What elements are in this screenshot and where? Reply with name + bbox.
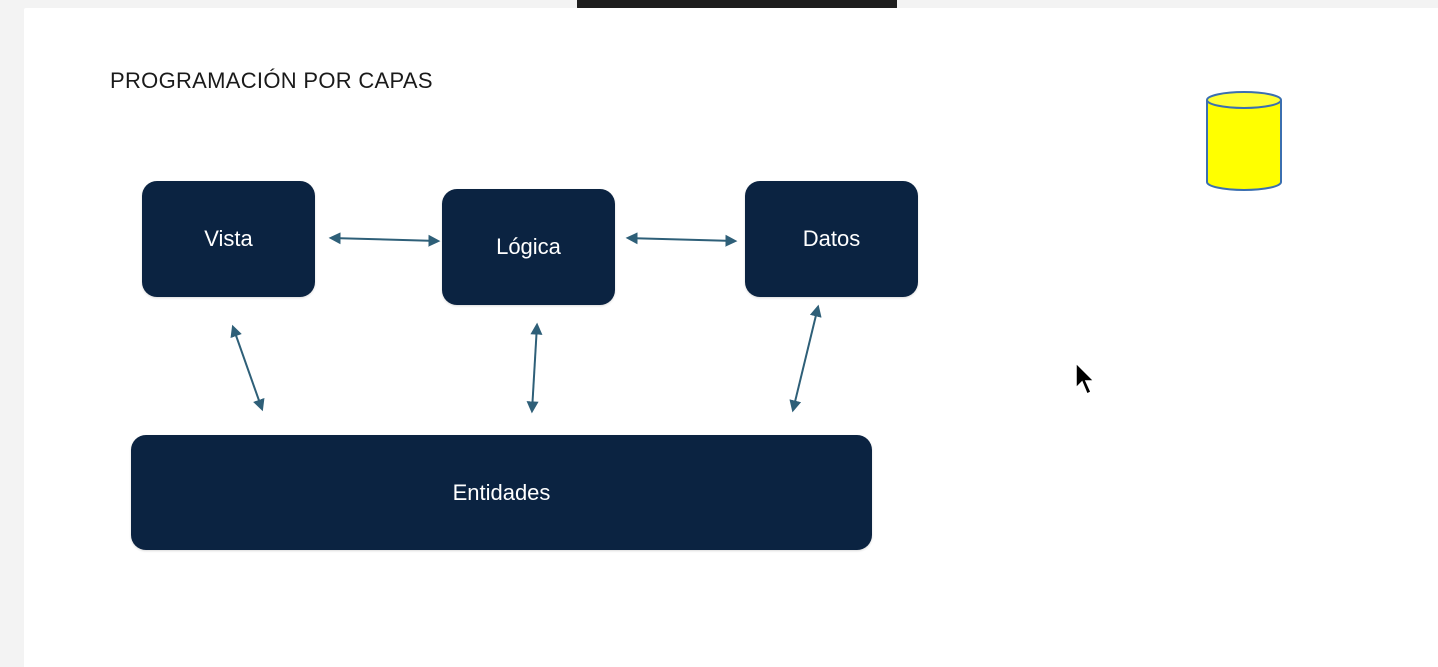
- mouse-pointer-icon: [1075, 362, 1096, 396]
- logica-box[interactable]: Lógica: [442, 189, 615, 305]
- datos-box[interactable]: Datos: [745, 181, 918, 297]
- vista-label: Vista: [204, 226, 253, 251]
- entidades-box[interactable]: Entidades: [131, 435, 872, 550]
- datos-label: Datos: [802, 226, 861, 251]
- logica-label: Lógica: [496, 234, 561, 259]
- database-cylinder-icon[interactable]: [1204, 90, 1284, 194]
- page-title: PROGRAMACIÓN POR CAPAS: [110, 68, 433, 93]
- vista-box[interactable]: Vista: [142, 181, 315, 297]
- entidades-label: Entidades: [452, 479, 551, 505]
